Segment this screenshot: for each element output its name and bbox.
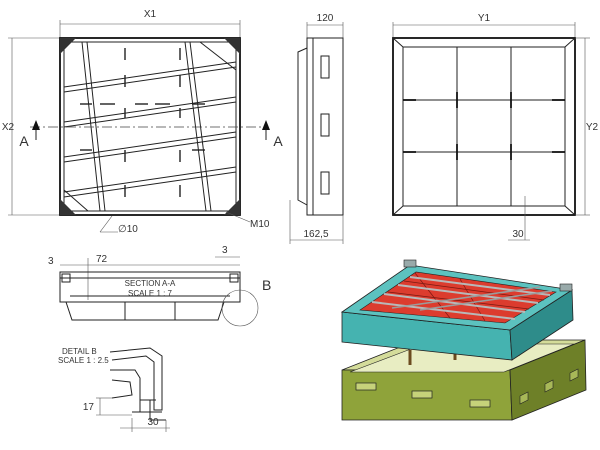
side-view: 120 162,5: [289, 13, 344, 244]
lower-slot: [569, 368, 579, 382]
corner-plate: [224, 199, 240, 215]
detail-callout-label: B: [262, 277, 271, 293]
dim-section-72: 72: [96, 254, 108, 265]
dim-y2: Y2: [586, 122, 599, 133]
dim-depth-120: 120: [317, 13, 334, 24]
dim-y1: Y1: [478, 13, 491, 24]
side-slot: [320, 113, 330, 137]
side-slot: [320, 171, 330, 195]
grey-bars: [371, 276, 553, 320]
side-slot: [320, 55, 330, 79]
dim-detail-30: 30: [147, 417, 159, 428]
corner-plate: [224, 38, 240, 54]
dim-thread: M10: [250, 219, 270, 230]
lower-frame-side: [509, 339, 587, 421]
detail-callout-circle: [221, 289, 259, 327]
corner-plate: [60, 199, 76, 215]
section-view: 3 72 3 SECTION A-A SCALE 1 : 7 B: [48, 245, 271, 327]
lower-slot: [519, 391, 529, 405]
section-marker-left: A: [19, 133, 29, 149]
section-title: SECTION A-A: [125, 279, 176, 288]
corner-lug: [403, 259, 417, 268]
hidden-edges: [80, 48, 205, 197]
detail-scale: SCALE 1 : 2.5: [58, 356, 109, 365]
corner-plate: [60, 38, 76, 54]
isometric-view: [340, 259, 587, 421]
section-scale: SCALE 1 : 7: [128, 289, 173, 298]
lower-slot: [544, 379, 554, 393]
dim-section-3-left: 3: [48, 256, 54, 267]
reinforcement-bars: [63, 41, 237, 212]
dim-x1: X1: [144, 9, 157, 20]
dim-detail-17: 17: [83, 402, 95, 413]
detail-view: DETAIL B SCALE 1 : 2.5 17 30: [58, 347, 170, 432]
dim-diameter: ∅10: [118, 224, 138, 235]
lower-slot: [411, 390, 433, 399]
dim-x2: X2: [2, 122, 15, 133]
underside-view: Y1 Y2 30: [392, 13, 599, 241]
dim-offset-30: 30: [512, 229, 524, 240]
lower-slot: [469, 399, 491, 408]
dim-section-3-right: 3: [222, 245, 228, 256]
detail-title: DETAIL B: [62, 347, 97, 356]
plan-view: X1 X2: [2, 9, 283, 235]
corner-lug: [559, 283, 573, 292]
dim-depth-162-5: 162,5: [303, 229, 328, 240]
section-marker-right: A: [273, 133, 283, 149]
lower-slot: [355, 382, 377, 391]
